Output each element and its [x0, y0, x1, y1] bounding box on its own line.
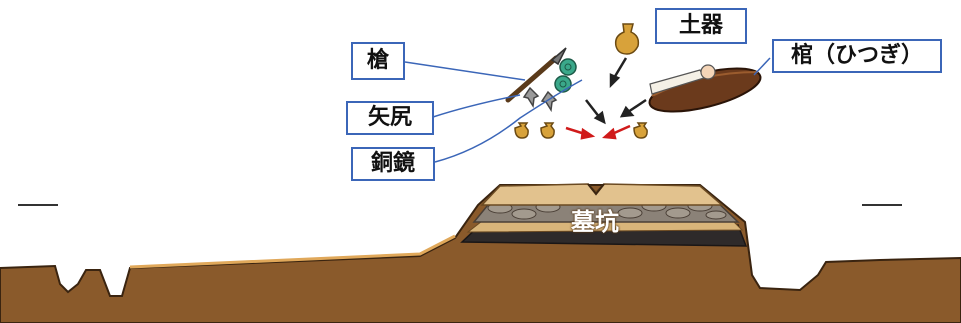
spear-icon [505, 47, 567, 103]
pit-notch [587, 183, 605, 196]
surface-line [129, 234, 456, 269]
label-spear: 槍 [351, 42, 405, 80]
coffin-icon [648, 64, 762, 113]
leader-lines [404, 57, 771, 163]
label-arrowhead: 矢尻 [346, 101, 434, 135]
label-burial-pit: 墓坑 [571, 208, 619, 236]
pottery-icon [514, 23, 648, 139]
label-bronze-mirror: 銅鏡 [351, 147, 435, 181]
label-coffin: 棺（ひつぎ） [772, 39, 942, 73]
arrows-red [565, 124, 631, 140]
label-pottery: 土器 [655, 8, 747, 44]
arrows-black [585, 57, 647, 125]
